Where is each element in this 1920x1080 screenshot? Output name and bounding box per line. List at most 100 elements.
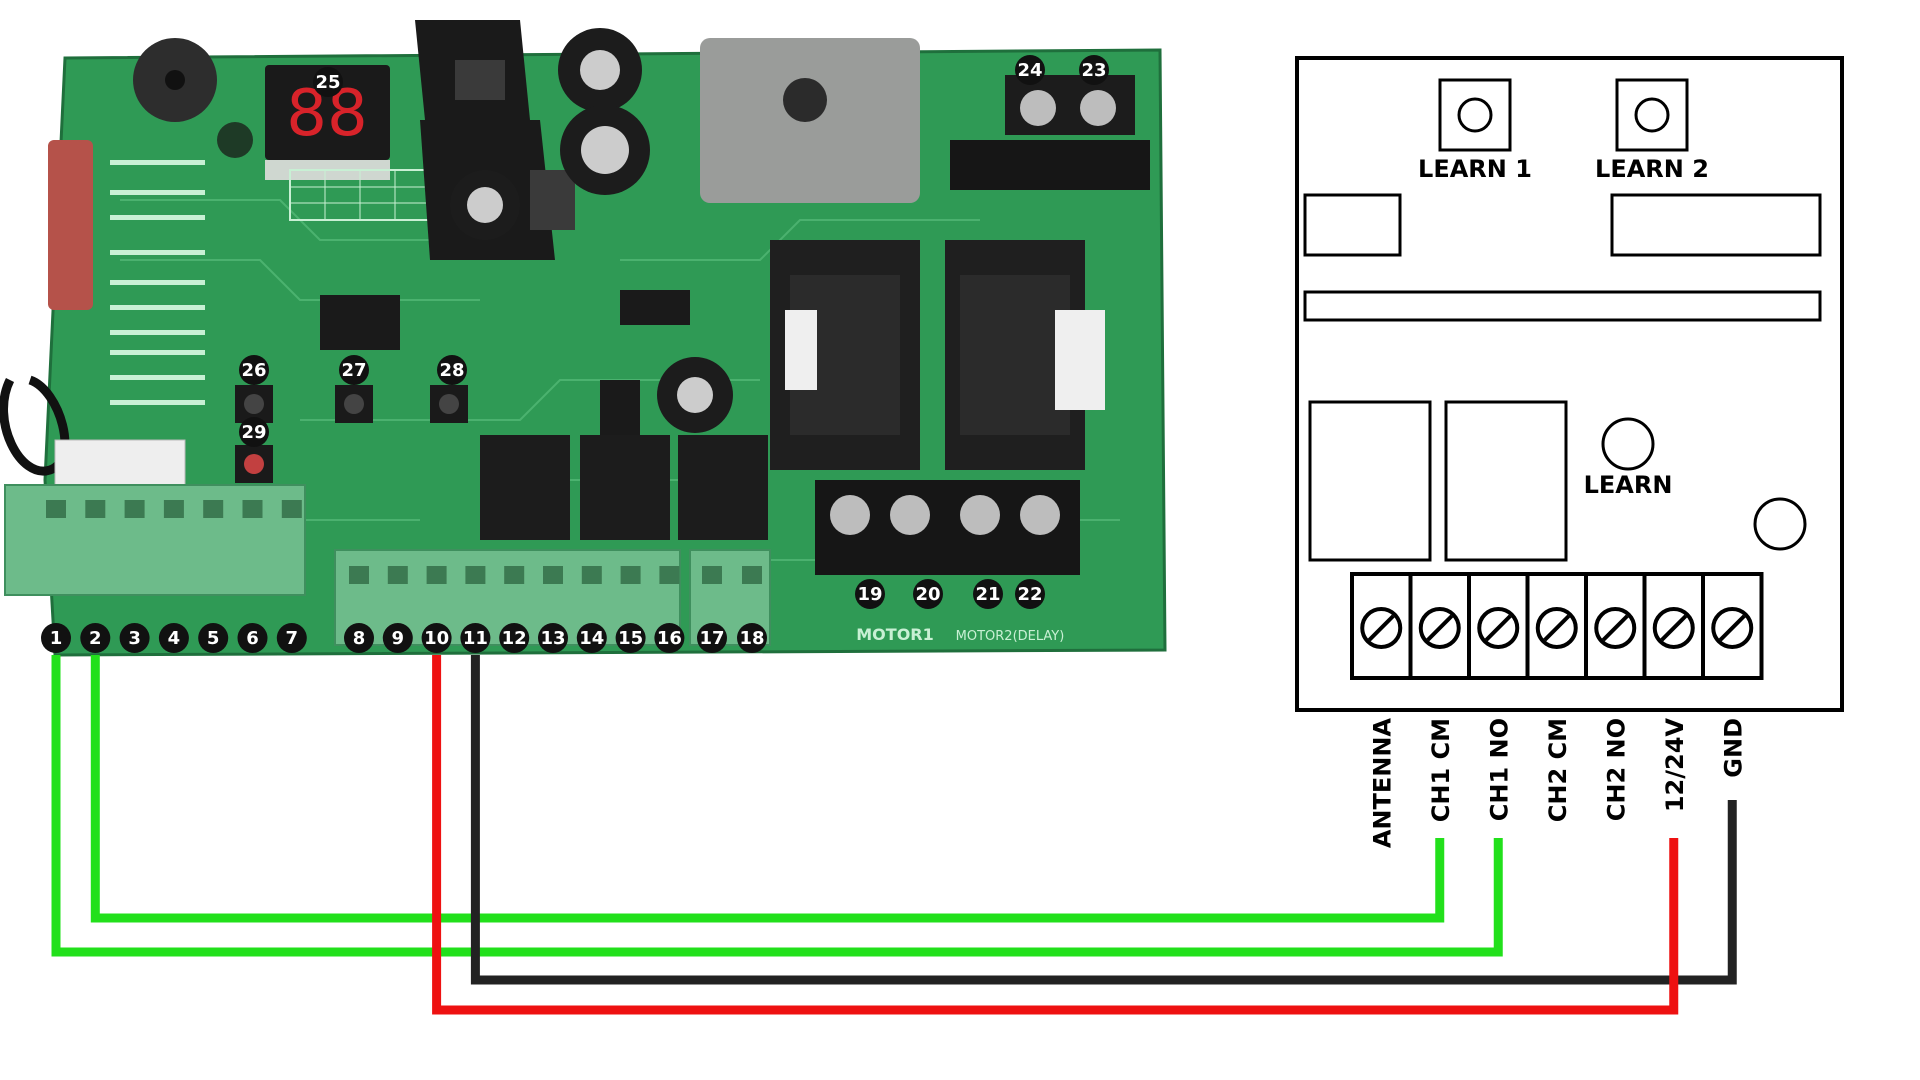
callout-19: 19 — [855, 579, 885, 609]
callout-2: 2 — [80, 623, 111, 653]
callout-label: 12 — [502, 628, 527, 649]
callout-label: 20 — [915, 584, 940, 605]
receiver-terminal-label: CH2 NO — [1602, 718, 1630, 821]
callout-label: 28 — [439, 360, 464, 381]
callout-7: 7 — [276, 623, 307, 653]
callout-label: 18 — [739, 628, 764, 649]
screw-slot — [659, 566, 680, 584]
wire-10-to-12-24v — [432, 655, 1679, 1015]
callout-label: 15 — [618, 628, 643, 649]
pcb-red-component — [48, 140, 93, 310]
mounting-hole — [1753, 497, 1807, 551]
wire-2-to-ch1-cm — [90, 655, 1445, 923]
callout-label: 17 — [699, 628, 724, 649]
callout-4: 4 — [158, 623, 189, 653]
callout-5: 5 — [198, 623, 229, 653]
screw-slot — [85, 500, 106, 518]
callout-label: 22 — [1017, 584, 1042, 605]
callout-18: 18 — [737, 623, 767, 653]
callout-label: 23 — [1081, 60, 1106, 81]
screw-slot — [124, 500, 145, 518]
screw-slot-icon — [1601, 614, 1629, 642]
screw-slot — [581, 566, 602, 584]
callout-17: 17 — [697, 623, 727, 653]
wires — [51, 655, 1737, 1015]
receiver-terminal-block — [1350, 572, 1764, 680]
wire-11-to-gnd — [470, 655, 1737, 985]
callout-8: 8 — [344, 623, 374, 653]
screw-slot — [504, 566, 525, 584]
callout-label: 9 — [392, 628, 405, 649]
screw-slot — [242, 500, 263, 518]
callout-9: 9 — [382, 623, 413, 653]
screw-slot — [387, 566, 408, 584]
motor-screw-terminals — [815, 480, 1080, 575]
screw-slot — [543, 566, 563, 584]
screw-slot — [426, 566, 447, 584]
relays — [480, 435, 768, 540]
screw-slot — [702, 566, 722, 584]
callout-12: 12 — [499, 623, 530, 653]
electrolytic-capacitors — [450, 28, 650, 240]
screw-slot — [465, 566, 486, 584]
learn-led — [1601, 417, 1655, 471]
callout-21: 21 — [973, 579, 1003, 609]
screw-slot — [46, 500, 66, 518]
callout-14: 14 — [576, 623, 607, 653]
callout-15: 15 — [615, 623, 646, 653]
cable-loop — [0, 375, 70, 476]
callout-label: 16 — [657, 628, 682, 649]
callout-26: 26 — [239, 355, 269, 385]
callout-27: 27 — [339, 355, 369, 385]
screw-slot-icon — [1660, 614, 1688, 642]
learn2-button[interactable] — [1615, 78, 1689, 152]
receiver-terminal-label: GND — [1719, 718, 1747, 778]
screw-slot — [742, 566, 762, 584]
learn-label: LEARN — [1584, 471, 1673, 499]
screw-slot — [620, 566, 641, 584]
receiver-chip-small — [1303, 193, 1402, 257]
callout-16: 16 — [654, 623, 685, 653]
screw-slot-icon — [1484, 614, 1512, 642]
screw-slot — [281, 500, 302, 518]
white-connector — [54, 439, 186, 486]
bridge-rectifier — [700, 38, 920, 203]
screw-slot-icon — [1718, 614, 1746, 642]
callout-23: 23 — [1079, 55, 1109, 85]
callout-label: 25 — [315, 72, 340, 93]
capacitor — [217, 122, 253, 158]
receiver-terminal-label: CH2 CM — [1544, 718, 1572, 822]
callout-label: 8 — [353, 628, 366, 649]
callout-28: 28 — [437, 355, 467, 385]
callout-label: 26 — [241, 360, 266, 381]
receiver-terminal-label: CH1 NO — [1485, 718, 1513, 821]
wire-1-to-ch1-no — [51, 655, 1503, 957]
motor-relays — [770, 240, 1105, 470]
push-buttons — [235, 385, 468, 483]
microcontroller-chip — [320, 295, 400, 350]
callout-label: 14 — [579, 628, 604, 649]
callout-29: 29 — [239, 417, 269, 447]
ic-chip-2 — [620, 290, 690, 325]
screw-slot — [163, 500, 184, 518]
callout-label: 2 — [89, 628, 102, 649]
callout-label: 7 — [286, 628, 299, 649]
callout-label: 19 — [857, 584, 882, 605]
callout-label: 29 — [241, 422, 266, 443]
receiver-terminal-label: 12/24V — [1661, 718, 1689, 813]
callout-label: 4 — [168, 628, 181, 649]
callout-label: 6 — [246, 628, 259, 649]
callout-6: 6 — [237, 623, 268, 653]
seven-segment-display: 88 — [265, 65, 390, 180]
receiver-terminal-label: CH1 CM — [1427, 718, 1455, 822]
callout-label: 21 — [975, 584, 1000, 605]
callout-label: 13 — [540, 628, 565, 649]
motor1-label: MOTOR1 — [856, 625, 934, 644]
screw-slot-icon — [1426, 614, 1454, 642]
callout-25: 25 — [313, 67, 343, 97]
callout-label: 27 — [341, 360, 366, 381]
callout-label: 3 — [128, 628, 141, 649]
